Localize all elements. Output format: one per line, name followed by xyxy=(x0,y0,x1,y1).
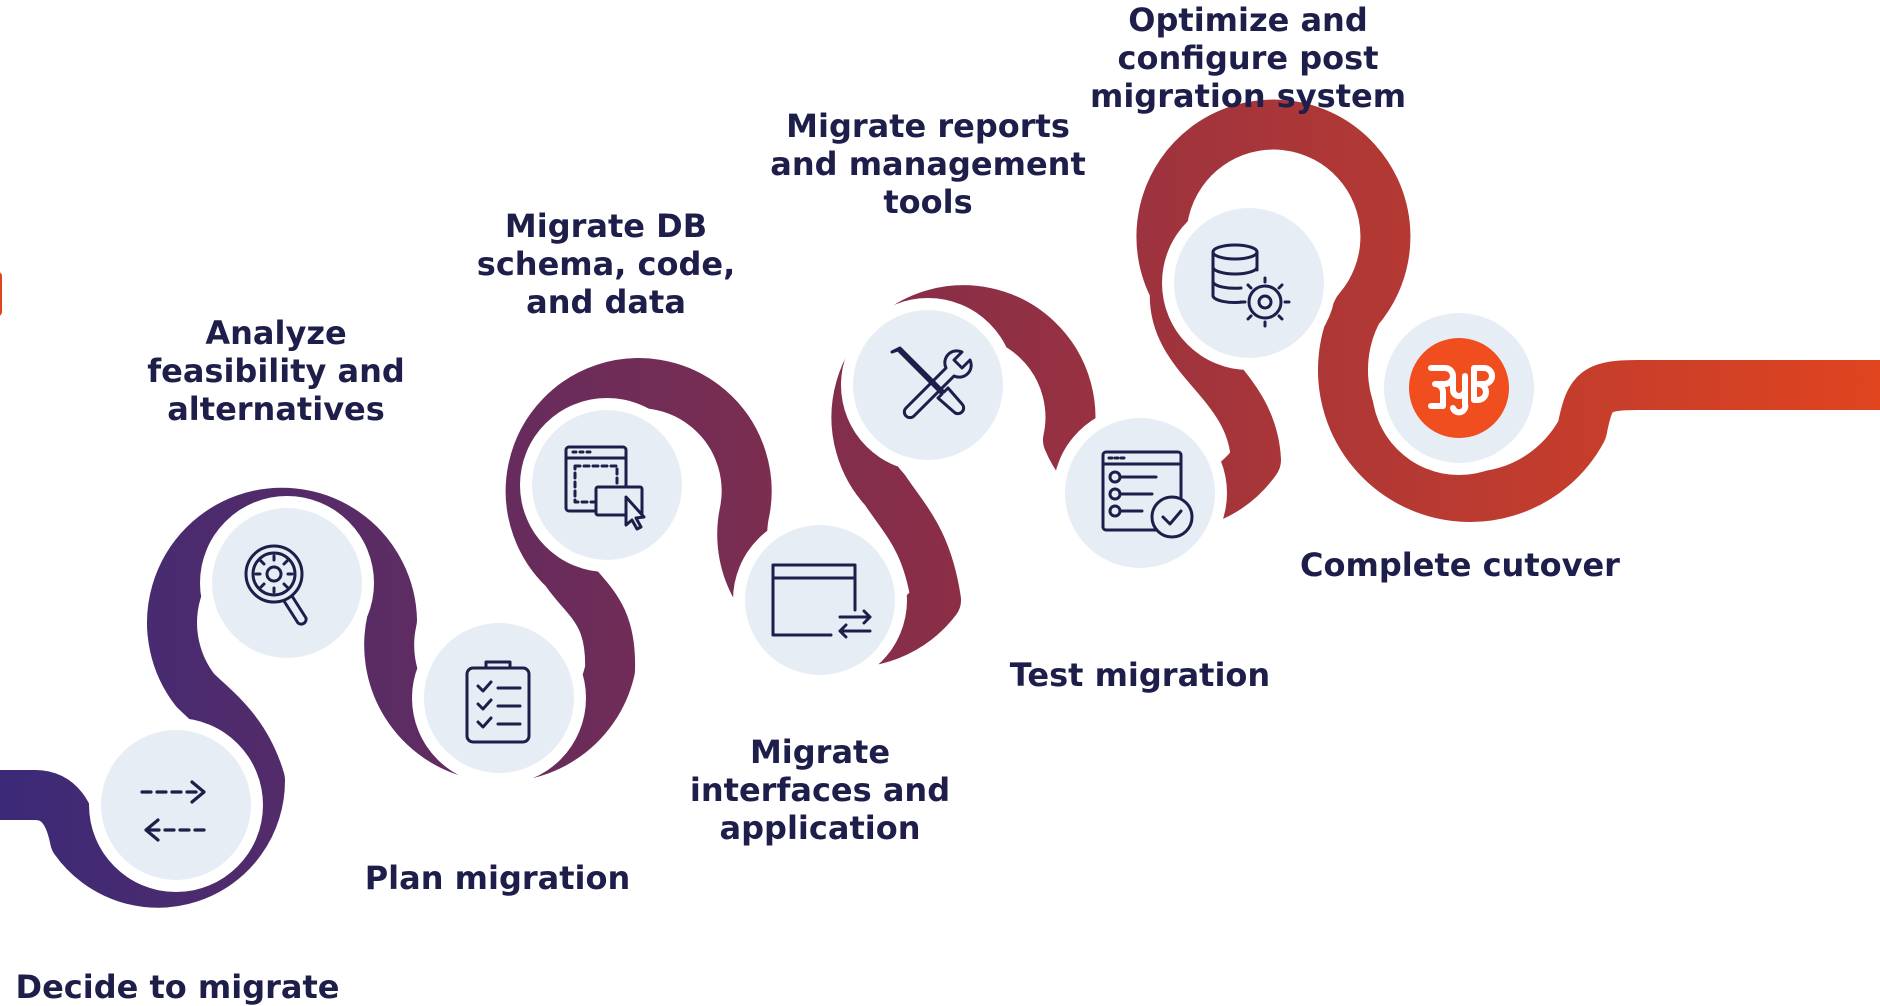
step-label-test: Test migration xyxy=(1009,656,1271,694)
step-node-schema xyxy=(520,398,694,572)
step-label-plan: Plan migration xyxy=(364,859,631,897)
step-node-optimize xyxy=(1162,196,1336,370)
yugabyte-logo-icon xyxy=(1409,338,1509,438)
step-node-plan xyxy=(412,611,586,785)
step-label-analyze: Analyze feasibility and alternatives xyxy=(147,314,405,428)
window-cursor-icon xyxy=(564,445,646,531)
clipboard-checklist-icon xyxy=(465,660,531,744)
step-label-cutover: Complete cutover xyxy=(1300,546,1620,584)
step-label-interfaces: Migrate interfaces and application xyxy=(689,733,951,847)
step-node-interfaces xyxy=(733,513,907,687)
tools-icon xyxy=(890,346,973,420)
step-label-optimize: Optimize and configure post migration sy… xyxy=(1089,1,1407,115)
step-node-analyze xyxy=(200,496,374,670)
checklist-check-icon xyxy=(1101,450,1194,539)
step-node-reports xyxy=(841,298,1015,472)
window-transfer-icon xyxy=(771,563,872,639)
step-node-cutover xyxy=(1372,301,1546,475)
step-label-decide: Decide to migrate xyxy=(15,968,340,1006)
step-label-schema: Migrate DB schema, code, and data xyxy=(476,207,736,321)
step-label-reports: Migrate reports and management tools xyxy=(770,107,1086,221)
step-node-test xyxy=(1053,406,1227,580)
exchange-arrows-icon xyxy=(140,780,212,842)
database-gear-icon xyxy=(1211,243,1291,328)
step-node-decide xyxy=(89,718,263,892)
edge-marker xyxy=(0,272,2,316)
search-gear-icon xyxy=(244,544,308,626)
